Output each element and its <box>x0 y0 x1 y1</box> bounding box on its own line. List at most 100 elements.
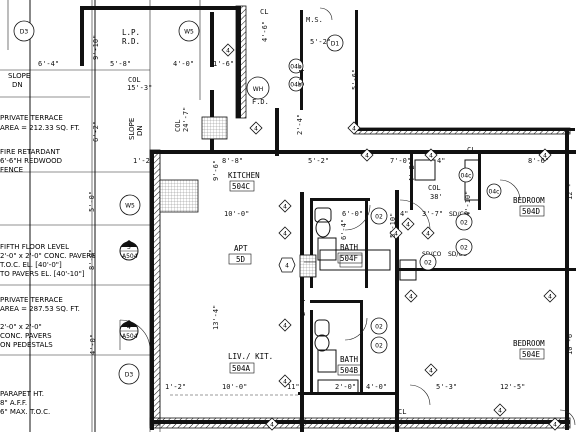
svg-text:D3: D3 <box>125 372 134 379</box>
tag-t04c-1: 04c <box>458 167 474 183</box>
dim-d-10-6: 10'-6" <box>566 330 574 355</box>
note-parapet-l3: 6" MAX. T.O.C. <box>0 408 50 416</box>
dim-d-9-6: 9'-6" <box>212 160 220 181</box>
dim-d-5-10: 5'-10" <box>389 213 397 238</box>
keynote-diamond-7: 4 <box>278 199 292 213</box>
room-kitchen-name: KITCHEN <box>228 171 260 180</box>
lp-line2: R.D. <box>122 37 140 46</box>
tag-t02-3: 02 <box>455 238 473 256</box>
note-terrace1-l2: AREA = 212.33 SQ. FT. <box>0 124 80 132</box>
note-terrace2-l5: ON PEDESTALS <box>0 341 53 349</box>
tag-t02-2: 02 <box>455 213 473 231</box>
svg-text:4: 4 <box>394 230 398 237</box>
dim-d-2-4b: 2'-4" <box>299 295 307 316</box>
svg-text:4: 4 <box>283 378 287 385</box>
room-apt-name: APT <box>234 244 248 253</box>
dim-d-8-8: 8'-8" <box>222 157 243 165</box>
hexagon-tags: 4 <box>278 257 296 273</box>
keynote-diamond-15: 4 <box>543 289 557 303</box>
col1-label: COL <box>128 76 141 84</box>
svg-text:4: 4 <box>553 421 557 428</box>
keynote-diamond-3: 4 <box>347 121 361 135</box>
dim-d-7-0: 7'-0" <box>390 157 411 165</box>
room-bedroomd-name: BEDROOM <box>513 196 545 205</box>
section-3-num: 3 <box>127 244 131 251</box>
dim-d-5-3: 5'-3" <box>436 383 457 391</box>
tag-d3-bottom: D3 <box>118 363 140 385</box>
dim-d-5-2b: 5'-2" <box>308 157 329 165</box>
dim-d-4-6: 4'-6" <box>261 21 269 42</box>
water-heater: WH <box>246 76 270 100</box>
svg-text:4: 4 <box>254 125 258 132</box>
terrace-grid <box>0 0 201 432</box>
room-labels: KITCHEN 504C APT 5D LIV./ KIT. 504A BATH… <box>122 28 545 376</box>
note-level-l4: TO PAVERS EL. [40'-10"] <box>0 270 85 278</box>
bathtub <box>319 249 391 271</box>
dim-d-4-0b: 4'-0" <box>366 383 387 391</box>
tag-w5-top: W5 <box>178 20 200 42</box>
tag-t02-4: 02 <box>419 253 437 271</box>
svg-text:4: 4 <box>498 407 502 414</box>
note-level-l1: FIFTH FLOOR LEVEL <box>0 243 69 251</box>
tag-t02-6: 02 <box>370 336 388 354</box>
toilet <box>314 207 332 223</box>
dim-d-5-8: 5'-8" <box>110 60 131 68</box>
room-bathf-id: 504F <box>340 254 359 263</box>
note-slope1-l1: SLOPE <box>8 72 30 80</box>
tag-d1: D1 <box>326 34 344 52</box>
svg-text:04c: 04c <box>461 173 472 180</box>
section-3-ref: A504 <box>122 253 138 260</box>
note-fire-l2: 6'-6"H REDWOOD <box>0 157 62 165</box>
tag-t02-5: 02 <box>370 317 388 335</box>
walls <box>80 5 576 432</box>
dim-d-4-0c: 4'-0" <box>89 334 97 355</box>
dim-d-5-0: 5'-0" <box>88 191 96 212</box>
room-bedroome-name: BEDROOM <box>513 339 545 348</box>
keynote-diamond-14: 4 <box>424 363 438 377</box>
cl3: CL <box>398 408 406 416</box>
svg-text:4: 4 <box>409 293 413 300</box>
note-parapet-l2: 8" A.F.F. <box>0 399 27 407</box>
sdco3: SD/CO <box>448 251 468 258</box>
room-bedroomd-id: 504D <box>522 207 541 216</box>
note-fire-l1: FIRE RETARDANT <box>0 148 61 156</box>
keynote-diamond-10: 4 <box>278 374 292 388</box>
col1-dim: 15'-3" <box>127 84 152 92</box>
section-markers: 3 A504 4 A504 <box>119 240 139 341</box>
svg-text:4: 4 <box>283 203 287 210</box>
room-bathb-id: 504B <box>340 366 359 375</box>
dim-d-5-2a: 5'-2" <box>310 38 331 46</box>
keynote-diamond-13: 4 <box>404 289 418 303</box>
section-4-ref: A504 <box>122 333 138 340</box>
note-terrace2-l4: CONC. PAVERS <box>0 332 52 340</box>
dim-d-6-4: 6'-4" <box>38 60 59 68</box>
svg-text:02: 02 <box>460 220 468 227</box>
note-level-l2: 2'-0" x 2'-0" CONC. PAVERS <box>0 252 96 260</box>
room-kitchen-id: 504C <box>232 182 250 191</box>
svg-text:4: 4 <box>285 262 289 269</box>
note-level-l3: T.O.C. EL. [40'-0"] <box>0 261 62 269</box>
room-bedroome-id: 504E <box>522 350 541 359</box>
tag-t02-1: 02 <box>370 207 388 225</box>
room-bathf-name: BATH <box>340 243 359 252</box>
note-slope1-l2: DN <box>12 81 23 89</box>
keynote-diamond-8: 4 <box>278 226 292 240</box>
svg-text:04b: 04b <box>290 82 302 89</box>
dim-d-5-6: 5'-6" <box>351 69 359 90</box>
dim-d-4a: 4" <box>437 157 445 165</box>
dim-d-6-4b: 6'-4" <box>340 219 348 240</box>
svg-text:02: 02 <box>375 324 383 331</box>
svg-text:4: 4 <box>548 293 552 300</box>
dim-d-12-5: 12'-5" <box>500 383 525 391</box>
dim-d-11: 11" <box>287 383 300 391</box>
svg-text:4: 4 <box>270 421 274 428</box>
svg-text:W5: W5 <box>125 203 135 210</box>
note-terrace1-l1: PRIVATE TERRACE <box>0 114 63 122</box>
dim-d-2-0: 2'-0" <box>335 383 356 391</box>
svg-text:4: 4 <box>429 367 433 374</box>
cl2: CL <box>467 146 475 154</box>
door-swings <box>119 7 576 426</box>
room-livkit-name: LIV./ KIT. <box>228 352 273 361</box>
tag-d3-top: D3 <box>13 20 35 42</box>
